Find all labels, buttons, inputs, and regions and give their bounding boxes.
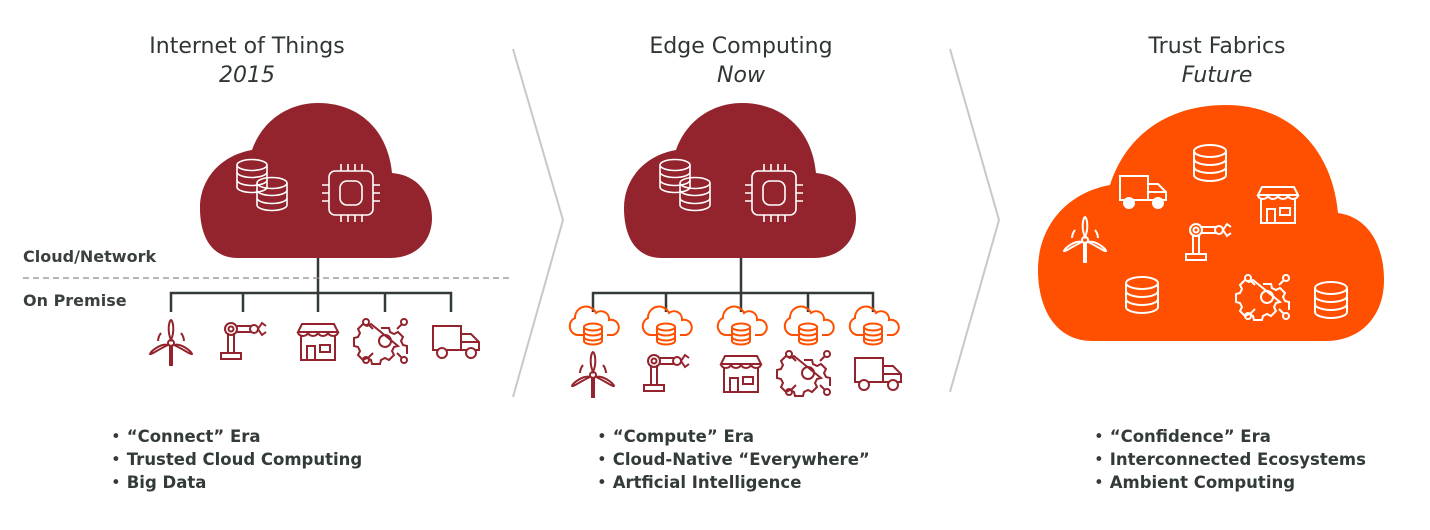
stage-3-title: Trust Fabrics	[1148, 34, 1286, 59]
stage-2-title: Edge Computing	[649, 34, 833, 59]
stage-1-heading: Internet of Things 2015	[67, 32, 427, 90]
bullet-item: Artficial Intelligence	[597, 471, 870, 494]
stage-3-subtitle: Future	[1181, 63, 1253, 88]
network-tree	[591, 258, 875, 312]
bullet-item: Interconnected Ecosystems	[1094, 448, 1366, 471]
bullet-item: Big Data	[111, 471, 362, 494]
bullet-item: Ambient Computing	[1094, 471, 1366, 494]
network-tree	[169, 258, 453, 312]
bullet-item: “Compute” Era	[597, 425, 870, 448]
zone-label-on-premise: On Premise	[23, 291, 127, 310]
bullet-item: “Confidence” Era	[1094, 425, 1366, 448]
zone-label-cloud-network: Cloud/Network	[23, 247, 157, 266]
stage-2-subtitle: Now	[717, 63, 765, 88]
bullet-item: “Connect” Era	[111, 425, 362, 448]
stage-3-bullets: “Confidence” Era Interconnected Ecosyste…	[1094, 425, 1366, 494]
stage-1-bullets: “Connect” Era Trusted Cloud Computing Bi…	[111, 425, 362, 494]
stage-2-bullets: “Compute” Era Cloud-Native “Everywhere” …	[597, 425, 870, 494]
stage-3-cloud	[1038, 105, 1384, 341]
bullet-item: Cloud-Native “Everywhere”	[597, 448, 870, 471]
stage-2-heading: Edge Computing Now	[561, 32, 921, 90]
bullet-item: Trusted Cloud Computing	[111, 448, 362, 471]
stage-1-title: Internet of Things	[149, 34, 345, 59]
stage-1-subtitle: 2015	[219, 63, 275, 88]
stage-3-heading: Trust Fabrics Future	[1037, 32, 1397, 90]
